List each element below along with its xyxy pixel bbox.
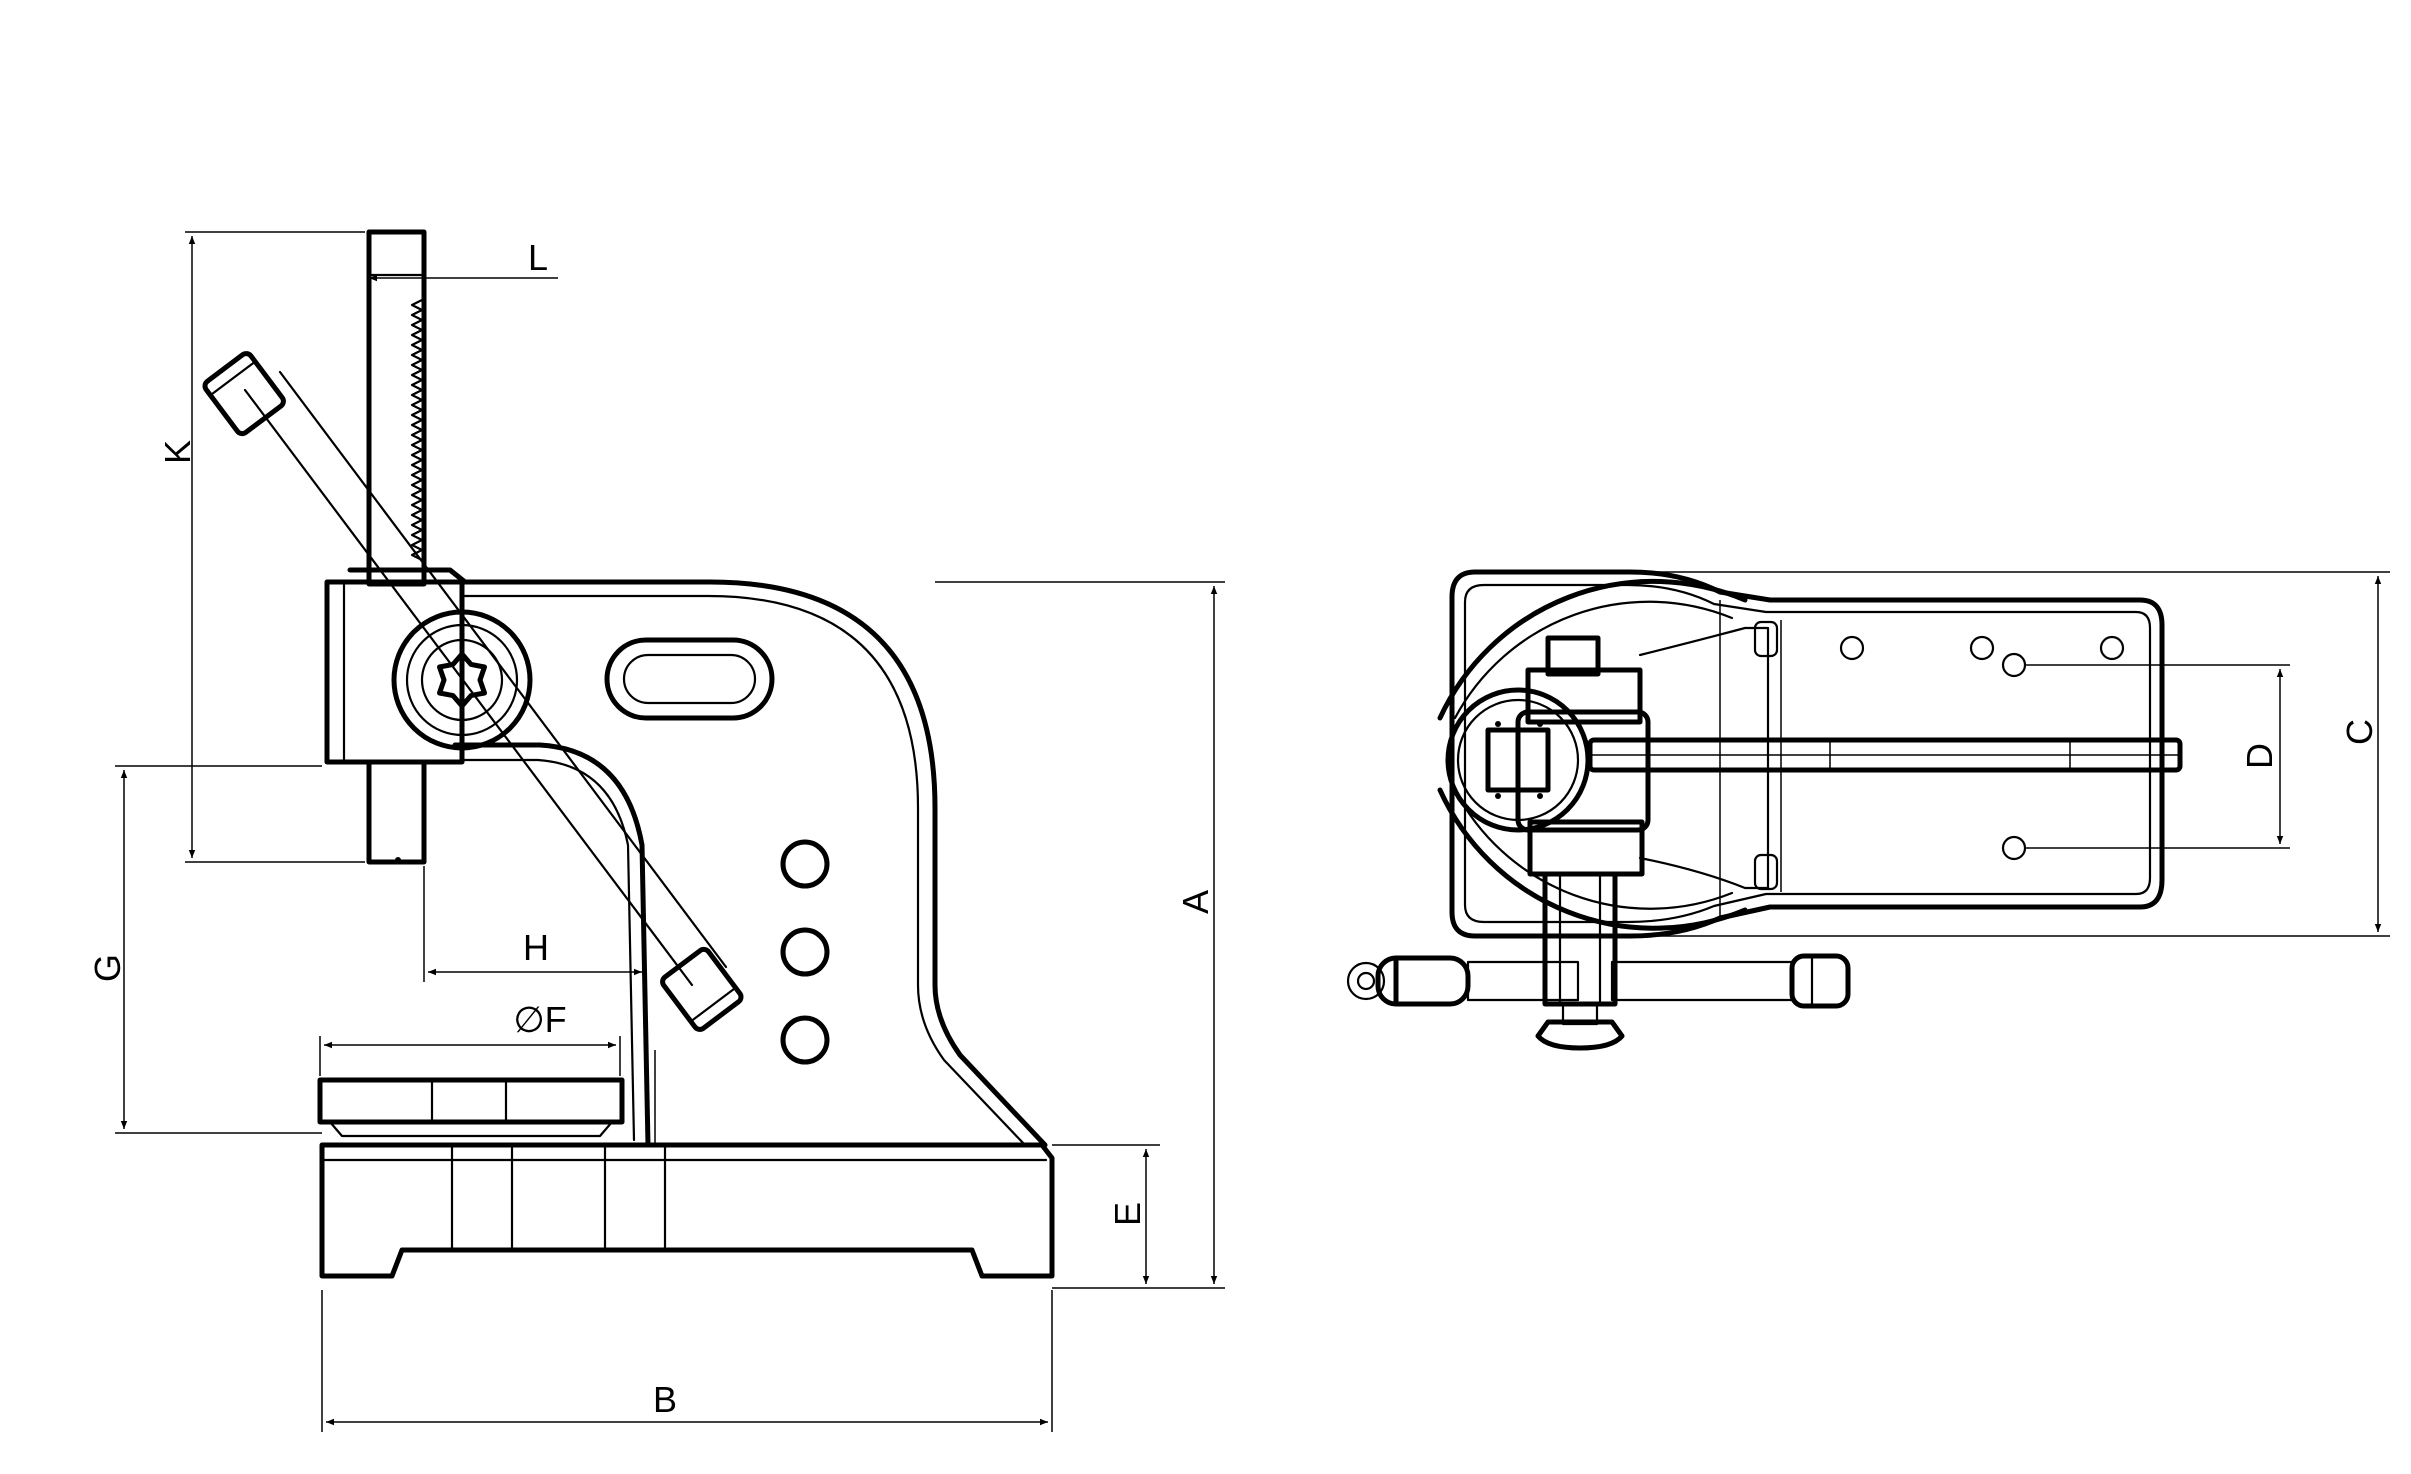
dimension-E: E	[1052, 1144, 1160, 1284]
press-base	[319, 1142, 1055, 1279]
label-E: E	[1107, 1202, 1148, 1226]
label-F: ∅F	[513, 999, 566, 1040]
top-view: D C	[1346, 569, 2390, 1051]
top-head	[1445, 635, 1651, 877]
mounting-hole	[2001, 652, 2027, 678]
table-plate	[317, 1077, 625, 1138]
dimension-L: L	[369, 237, 558, 282]
label-C: C	[2339, 719, 2380, 745]
mounting-hole	[780, 1015, 830, 1065]
frame-slot	[604, 637, 775, 721]
label-A: A	[1175, 890, 1216, 914]
handle-grip	[660, 946, 744, 1032]
dimension-K: K	[157, 231, 365, 863]
top-body	[1437, 569, 2165, 939]
handle-grip	[202, 351, 286, 437]
dimension-F: ∅F	[319, 999, 621, 1076]
mounting-hole	[1839, 635, 1865, 661]
mounting-hole	[2099, 635, 2125, 661]
label-B: B	[653, 1379, 677, 1420]
label-H: H	[523, 927, 549, 968]
label-D: D	[2239, 743, 2280, 769]
dimension-A: A	[935, 581, 1225, 1289]
pinion-hub	[391, 609, 533, 751]
dimension-C: C	[1475, 571, 2390, 937]
side-view: K L G H ∅F A	[87, 229, 1225, 1432]
mounting-hole	[2001, 835, 2027, 861]
top-rack-bar	[1587, 737, 2183, 773]
dimension-H: H	[423, 866, 642, 982]
top-lever-handle	[1346, 953, 1851, 1009]
label-G: G	[87, 954, 128, 982]
lever-handle	[202, 351, 744, 1032]
press-frame	[452, 579, 1048, 1148]
dimension-D: D	[2025, 664, 2290, 849]
mounting-hole	[780, 927, 830, 977]
top-spindle	[1535, 871, 1625, 1051]
rack-ram	[366, 229, 427, 865]
dimension-G: G	[87, 765, 322, 1134]
label-L: L	[528, 237, 548, 278]
mounting-hole	[1969, 635, 1995, 661]
mounting-hole	[780, 839, 830, 889]
dimension-B: B	[321, 1290, 1053, 1432]
label-K: K	[157, 440, 198, 464]
